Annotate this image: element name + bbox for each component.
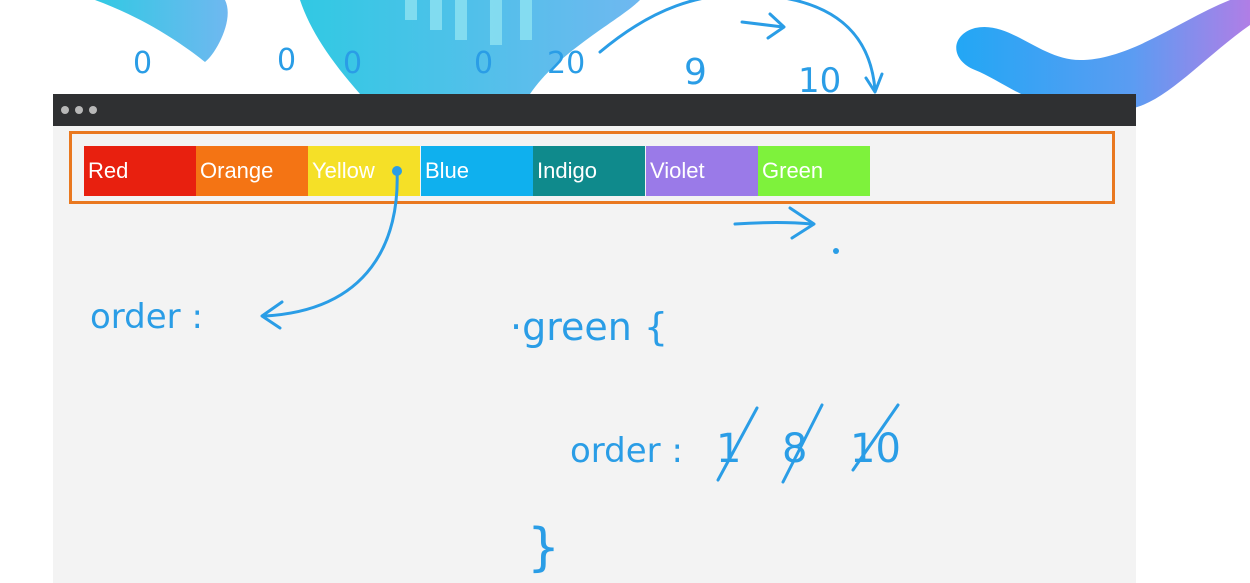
close-window-dot[interactable] (61, 106, 69, 114)
flex-item-label: Blue (425, 158, 470, 183)
flex-item-label: Violet (650, 158, 705, 183)
blob-center (300, 0, 640, 94)
blob-left (95, 0, 228, 62)
flex-item-label: Orange (200, 158, 274, 183)
minimize-window-dot[interactable] (75, 106, 83, 114)
flex-item-label: Red (88, 158, 129, 183)
browser-window: Red Orange Yellow Blue Indigo Violet Gre… (53, 94, 1136, 583)
swoosh-right (956, 0, 1250, 110)
flex-item-green: Green (758, 146, 870, 196)
flex-item-label: Indigo (537, 158, 597, 183)
window-titlebar (53, 94, 1136, 126)
flex-item-indigo: Indigo (533, 146, 645, 196)
flex-item-label: Yellow (312, 158, 375, 183)
maximize-window-dot[interactable] (89, 106, 97, 114)
stripes (405, 0, 532, 45)
flex-item-orange: Orange (196, 146, 308, 196)
flex-item-label: Green (762, 158, 824, 183)
flex-item-red: Red (84, 146, 196, 196)
flex-container: Red Orange Yellow Blue Indigo Violet Gre… (69, 131, 1115, 204)
flex-item-yellow: Yellow (308, 146, 420, 196)
flex-item-blue: Blue (421, 146, 533, 196)
flex-item-violet: Violet (646, 146, 758, 196)
